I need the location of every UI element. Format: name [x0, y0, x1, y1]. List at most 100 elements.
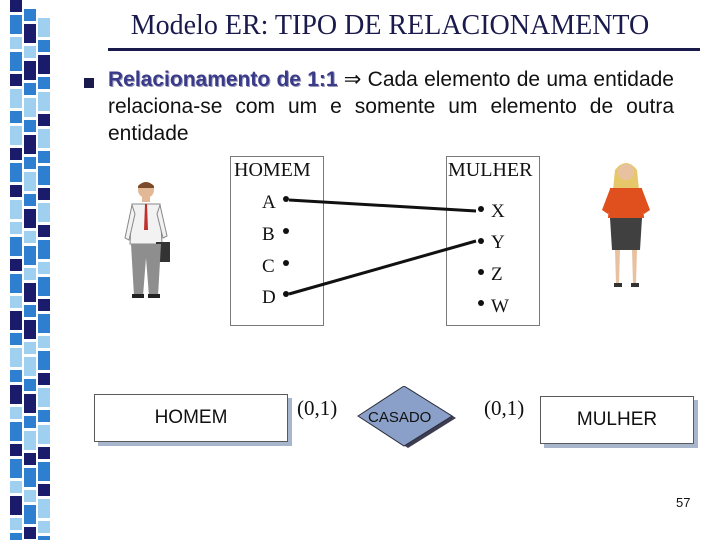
right-dot-x [478, 206, 484, 212]
stripe-segment [24, 357, 36, 376]
stripe-segment [38, 299, 50, 311]
left-element-b: B [262, 224, 275, 245]
left-set-label: HOMEM [234, 159, 311, 181]
stripe-segment [38, 151, 50, 163]
stripe-segment [38, 410, 50, 422]
stripe-segment [38, 277, 50, 296]
stripe-segment [24, 431, 36, 450]
left-dot-d [283, 291, 289, 297]
stripe-segment [38, 499, 50, 518]
stripe-segment [10, 496, 22, 515]
stripe-segment [38, 55, 50, 74]
stripe-segment [24, 172, 36, 191]
stripe-segment [10, 311, 22, 330]
bullet-rest: Cada elemento de uma entidade relaciona-… [108, 68, 674, 145]
implies-arrow: ⇒ [343, 68, 362, 91]
arrow-d-to-y [288, 239, 477, 296]
left-element-d: D [262, 287, 276, 308]
stripe-segment [10, 200, 22, 219]
stripe-segment [24, 416, 36, 428]
stripe-segment [10, 52, 22, 71]
entity-homem: HOMEM [94, 394, 288, 442]
stripe-segment [24, 283, 36, 302]
right-dot-y [478, 238, 484, 244]
stripe-segment [38, 92, 50, 111]
stripe-segment [10, 259, 22, 271]
stripe-segment [10, 385, 22, 404]
stripe-segment [38, 484, 50, 496]
stripe-segment [24, 231, 36, 243]
stripe-segment [38, 40, 50, 52]
stripe-segment [38, 336, 50, 348]
stripe-segment [10, 370, 22, 382]
stripe-segment [38, 462, 50, 481]
stripe-segment [38, 373, 50, 385]
stripe-segment [38, 188, 50, 200]
left-dot-a [283, 196, 289, 202]
stripe-segment [24, 342, 36, 354]
left-dot-b [283, 228, 289, 234]
stripe-segment [24, 379, 36, 391]
stripe-segment [24, 98, 36, 117]
stripe-segment [38, 314, 50, 333]
stripe-segment [24, 120, 36, 132]
stripe-segment [10, 111, 22, 123]
stripe-segment [10, 274, 22, 293]
woman-figure-icon [602, 163, 650, 287]
stripe-segment [24, 490, 36, 502]
stripe-segment [24, 83, 36, 95]
stripe-segment [38, 203, 50, 222]
stripe-segment [24, 157, 36, 169]
relationship-diamond [357, 386, 456, 448]
stripe-segment [10, 333, 22, 345]
stripe-segment [10, 296, 22, 308]
entity-mulher: MULHER [540, 396, 694, 444]
stripe-segment [24, 268, 36, 280]
right-element-z: Z [491, 264, 503, 285]
stripe-segment [38, 225, 50, 237]
stripe-segment [38, 536, 50, 540]
cardinality-right: (0,1) [484, 396, 525, 420]
stripe-segment [38, 129, 50, 148]
stripe-segment [10, 37, 22, 49]
stripe-segment [24, 61, 36, 80]
bullet-text: Relacionamento de 1:1 ⇒ Cada elemento de… [108, 66, 674, 147]
stripe-segment [24, 135, 36, 154]
stripe-segment [10, 518, 22, 530]
bullet-square-icon [84, 78, 94, 88]
right-element-x: X [491, 201, 505, 222]
stripe-segment [10, 481, 22, 493]
stripe-segment [38, 240, 50, 259]
stripe-segment [38, 262, 50, 274]
right-dot-w [478, 300, 484, 306]
stripe-segment [24, 505, 36, 524]
stripe-segment [24, 9, 36, 21]
stripe-segment [24, 320, 36, 339]
left-set-box [230, 156, 324, 326]
stripe-segment [10, 0, 22, 12]
stripe-segment [10, 222, 22, 234]
stripe-segment [24, 194, 36, 206]
stripe-segment [10, 163, 22, 182]
stripe-segment [10, 237, 22, 256]
page-number: 57 [676, 495, 691, 510]
stripe-segment [38, 425, 50, 444]
stripe-segment [10, 89, 22, 108]
left-dot-c [283, 260, 289, 266]
stripe-segment [38, 447, 50, 459]
left-element-c: C [262, 256, 275, 277]
stripe-segment [10, 444, 22, 456]
stripe-segment [38, 114, 50, 126]
stripe-segment [10, 148, 22, 160]
stripe-segment [10, 422, 22, 441]
stripe-segment [10, 533, 22, 540]
right-element-w: W [491, 296, 509, 317]
decorative-stripe-bar [0, 0, 56, 540]
man-figure-icon [124, 182, 170, 298]
stripe-segment [24, 46, 36, 58]
right-set-box [446, 156, 540, 326]
right-element-y: Y [491, 232, 505, 253]
stripe-segment [24, 209, 36, 228]
stripe-segment [38, 166, 50, 185]
